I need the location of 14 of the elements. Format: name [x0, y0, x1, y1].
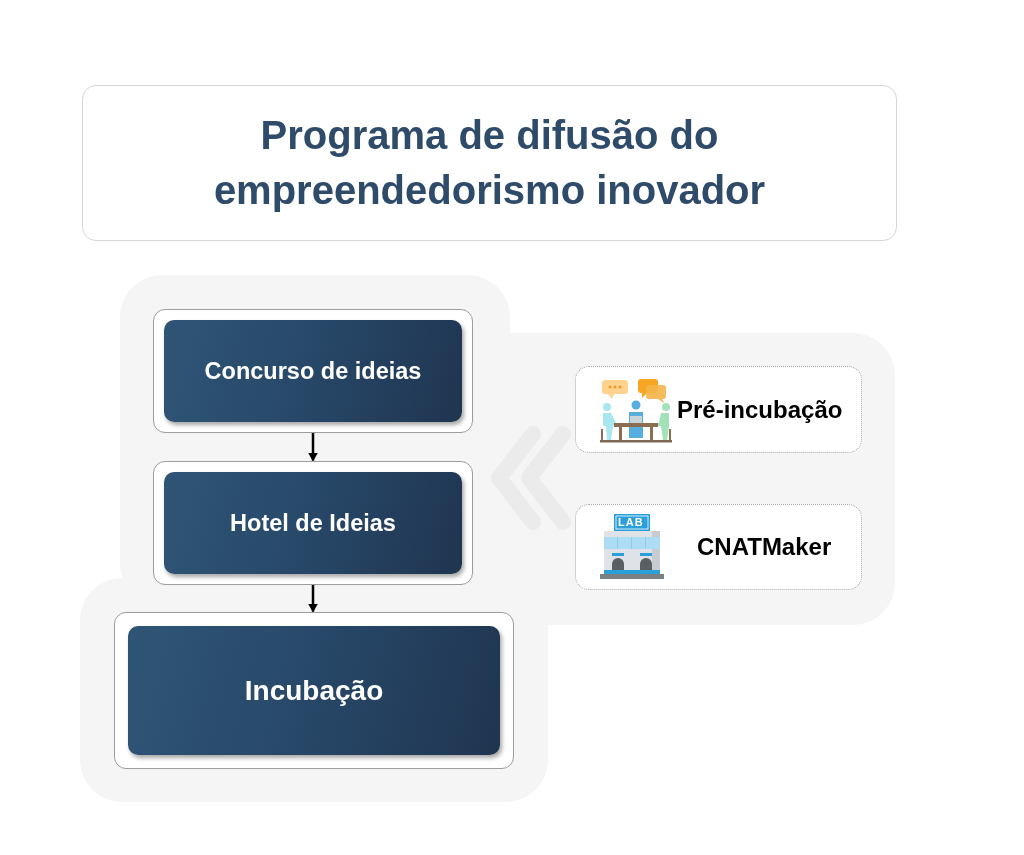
- sign-label: LAB: [618, 517, 644, 528]
- step-title: Hotel de Ideias: [230, 509, 396, 537]
- category-card: [575, 504, 862, 590]
- arrow: [308, 585, 318, 613]
- step-card: [114, 612, 514, 769]
- step-title: Incubação: [244, 674, 384, 707]
- arrow: [308, 433, 318, 462]
- step-card: [153, 309, 473, 433]
- category-title: Pré-incubação: [677, 395, 843, 424]
- step-card: [153, 461, 473, 585]
- category-title: CNATMaker: [697, 533, 832, 561]
- title-text: Programa de difusão do empreendedorismo inovador: [212, 112, 767, 214]
- step-title: Concurso de ideias: [204, 357, 422, 385]
- category-card: [575, 366, 862, 453]
